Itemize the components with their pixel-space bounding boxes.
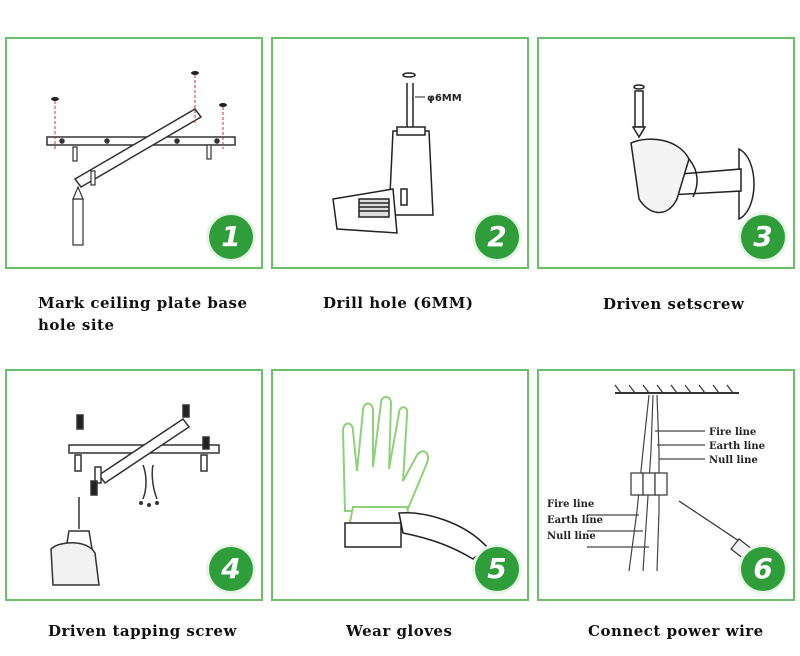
wire-label-right-earth: Earth line xyxy=(709,441,765,452)
step-4-panel: 4 xyxy=(5,369,263,601)
wire-label-right-null: Null line xyxy=(709,455,758,466)
step-6-panel: Fire line Earth line Null line Fire line… xyxy=(537,369,795,601)
gloves-illustration xyxy=(341,396,489,560)
step-5-panel: 5 xyxy=(271,369,529,601)
drill-size-annotation: φ6MM xyxy=(427,93,462,104)
tapping-screw-illustration xyxy=(50,404,220,586)
step-number-badge: 3 xyxy=(741,215,785,259)
step-5-caption: Wear gloves xyxy=(346,622,453,640)
step-3-caption: Driven setscrew xyxy=(603,295,745,313)
hammer-setscrew-illustration xyxy=(630,84,755,221)
step-1-caption-line2: hole site xyxy=(38,316,115,334)
step-3-panel: 3 xyxy=(537,37,795,269)
step-1-caption-line1: Mark ceiling plate base xyxy=(38,294,248,312)
step-1-caption: Mark ceiling plate base hole site xyxy=(38,292,248,336)
step-2-panel: φ6MM 2 xyxy=(271,37,529,269)
wire-label-right-fire: Fire line xyxy=(709,427,756,438)
step-1-panel: 1 xyxy=(5,37,263,269)
step-6-caption: Connect power wire xyxy=(588,622,764,640)
step-number-badge: 6 xyxy=(741,547,785,591)
drill-illustration: φ6MM xyxy=(332,72,462,234)
wire-label-left-null: Null line xyxy=(547,531,596,542)
step-2-caption: Drill hole (6MM) xyxy=(323,294,474,312)
ceiling-plate-marking-illustration xyxy=(46,71,236,246)
step-4-caption: Driven tapping screw xyxy=(48,622,237,640)
step-number-badge: 1 xyxy=(209,215,253,259)
wire-label-left-earth: Earth line xyxy=(547,515,603,526)
step-number-badge: 5 xyxy=(475,547,519,591)
step-number-badge: 4 xyxy=(209,547,253,591)
step-number-badge: 2 xyxy=(475,215,519,259)
wire-label-left-fire: Fire line xyxy=(547,499,594,510)
